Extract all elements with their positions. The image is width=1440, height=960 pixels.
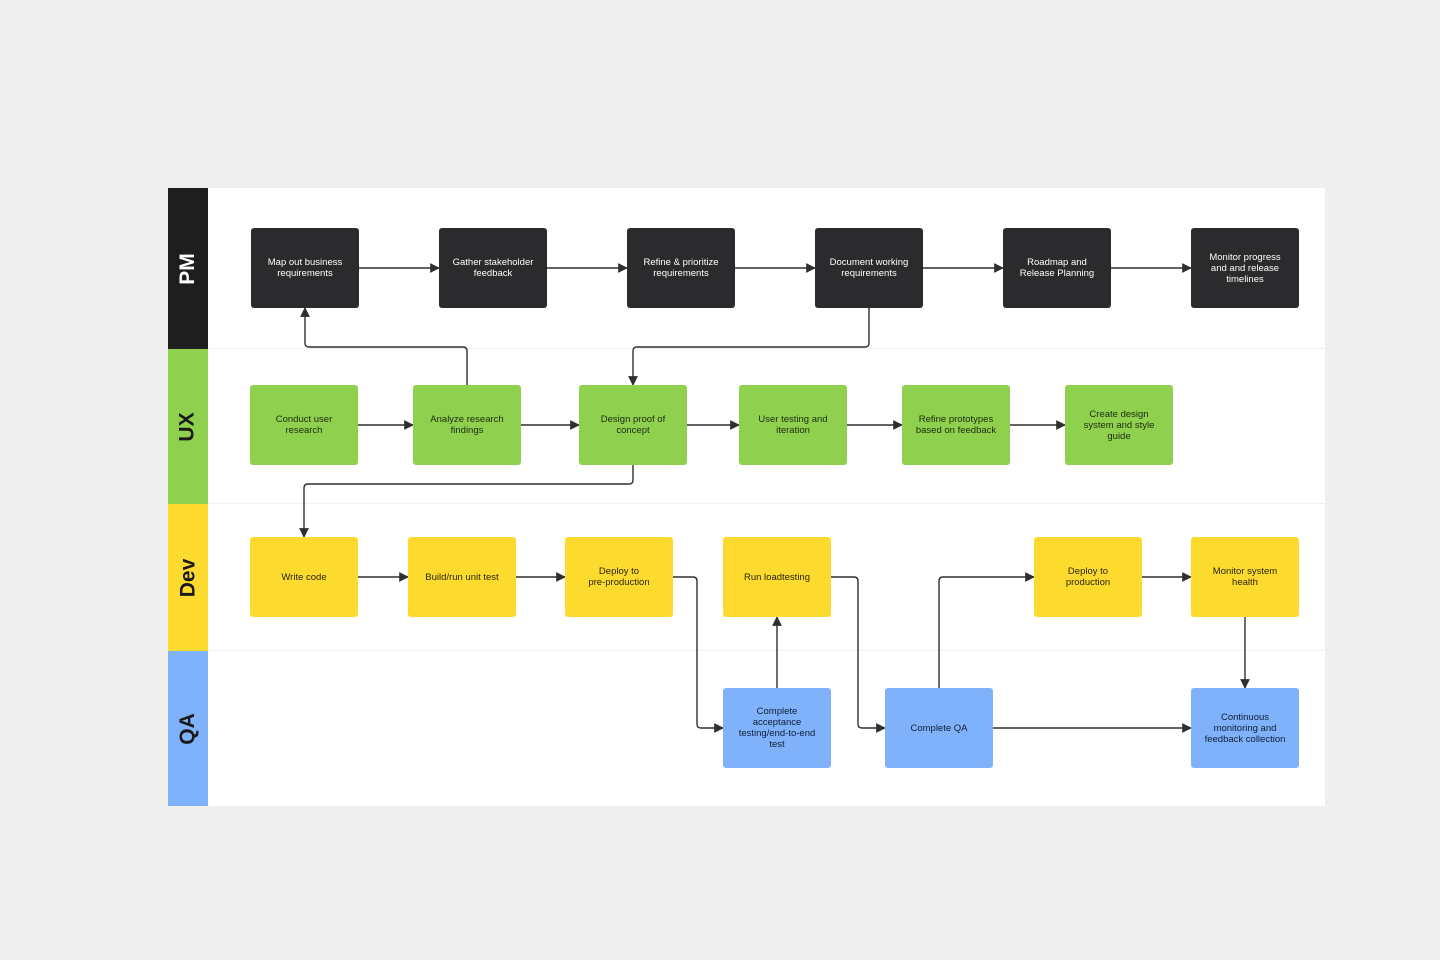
node-monitor-progress-timelines[interactable]: Monitor progress and and release timelin… [1191,228,1299,308]
lane-ux: UX [168,349,1325,504]
lane-qa: QA [168,651,1325,806]
node-complete-qa[interactable]: Complete QA [885,688,993,768]
node-deploy-to-pre-production[interactable]: Deploy to pre-production [565,537,673,617]
node-monitor-system-health[interactable]: Monitor system health [1191,537,1299,617]
connector-qa-2-to-dev-5[interactable] [938,572,1035,688]
node-conduct-user-research[interactable]: Conduct user research [250,385,358,465]
lane-divider [208,650,1325,651]
node-continuous-monitoring[interactable]: Continuous monitoring and feedback colle… [1191,688,1299,768]
node-roadmap-release-planning[interactable]: Roadmap and Release Planning [1003,228,1111,308]
node-design-proof-of-concept[interactable]: Design proof of concept [579,385,687,465]
node-document-working-requirements[interactable]: Document working requirements [815,228,923,308]
node-user-testing-iteration[interactable]: User testing and iteration [739,385,847,465]
node-map-out-business-requirements[interactable]: Map out business requirements [251,228,359,308]
lane-dev: Dev [168,504,1325,651]
connector-ux-2-to-pm-1[interactable] [300,307,468,385]
connector-dev-4-to-qa-2[interactable] [831,576,886,733]
connector-pm-4-to-ux-3[interactable] [628,308,870,386]
connector-ux-3-to-dev-1[interactable] [299,465,634,538]
node-deploy-to-production[interactable]: Deploy to production [1034,537,1142,617]
lane-pm: PM [168,188,1325,349]
node-refine-prototypes[interactable]: Refine prototypes based on feedback [902,385,1010,465]
connector-dev-3-to-qa-1[interactable] [673,576,724,733]
node-create-design-system[interactable]: Create design system and style guide [1065,385,1173,465]
swimlane-board: PM UX Dev QA Map out business requiremen… [168,188,1325,806]
node-analyze-research-findings[interactable]: Analyze research findings [413,385,521,465]
node-refine-prioritize-requirements[interactable]: Refine & prioritize requirements [627,228,735,308]
node-gather-stakeholder-feedback[interactable]: Gather stakeholder feedback [439,228,547,308]
connector-layer [299,263,1250,733]
node-complete-acceptance-testing[interactable]: Complete acceptance testing/end-to-end t… [723,688,831,768]
node-write-code[interactable]: Write code [250,537,358,617]
lane-label-qa: QA [168,651,208,806]
lane-divider [208,503,1325,504]
lane-label-dev: Dev [168,504,208,651]
lane-label-pm: PM [168,188,208,349]
node-run-loadtesting[interactable]: Run loadtesting [723,537,831,617]
lane-divider [208,348,1325,349]
node-build-run-unit-test[interactable]: Build/run unit test [408,537,516,617]
lane-label-ux: UX [168,349,208,504]
